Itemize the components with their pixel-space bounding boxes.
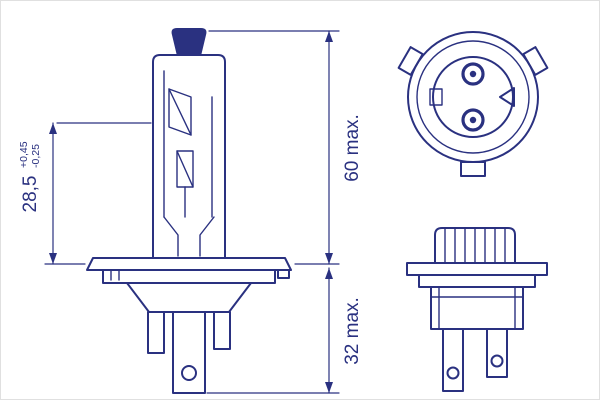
lower-filament-diagonal: [176, 150, 194, 188]
dim-filament-tol-minus: -0,25: [30, 144, 42, 168]
terminal-blade-center: [172, 311, 206, 394]
arrowhead-down: [325, 253, 333, 264]
dimension-base-height: 32 max.: [206, 267, 363, 394]
filament-shield-diagonal: [168, 88, 192, 136]
keying-tab-bottom: [460, 161, 486, 177]
flange-notch: [277, 269, 290, 279]
arrowhead-down: [325, 382, 333, 393]
arrowhead-up: [49, 123, 57, 134]
contact-pin-top-center: [469, 70, 477, 78]
base-ring: [102, 269, 276, 284]
terminal-blade-left: [442, 328, 464, 392]
glass-pinch-right: [199, 216, 215, 257]
bulb-side-view: [86, 28, 292, 394]
glass-pinch-left: [163, 216, 179, 257]
contact-pin-bottom-center: [469, 116, 477, 124]
terminal-blade-right: [213, 311, 231, 350]
inner-rim: [416, 40, 530, 154]
dimension-filament-height: 28,5 +0,45 -0,25: [18, 122, 152, 265]
contact-pin-bottom: [461, 108, 485, 132]
arrowhead-up: [325, 268, 333, 279]
connector-terminals: [147, 311, 231, 394]
base-flange-upper: [406, 262, 548, 276]
key-slot-left: [429, 88, 443, 106]
cap-ribs: [444, 227, 506, 264]
dimension-overall-height: 60 max.: [208, 30, 363, 265]
base-side-view: [406, 227, 548, 392]
arrowhead-down: [49, 253, 57, 264]
filament-assembly: [163, 70, 215, 257]
flange-disc: [86, 257, 292, 271]
keying-tab-upper-right: [522, 46, 549, 76]
base-flange-lower: [418, 274, 536, 288]
key-notch-right: [499, 87, 515, 107]
base-top-view: [397, 31, 549, 177]
flange: [86, 257, 292, 313]
keying-tab-upper-left: [397, 46, 424, 76]
dim-filament-value: 28,5: [20, 176, 41, 213]
contact-pin-top: [461, 62, 485, 86]
dim-base-label: 32 max.: [342, 297, 363, 365]
bulb-tip: [171, 28, 207, 56]
outer-rim: [407, 31, 539, 163]
dim-filament-tol-plus: +0,45: [18, 141, 30, 168]
arrowhead-up: [325, 31, 333, 42]
connector-body: [430, 286, 524, 330]
base-taper: [126, 282, 252, 313]
glass-tube: [152, 54, 226, 259]
terminal-hole-left: [446, 366, 460, 380]
terminal-blade-right: [486, 328, 508, 378]
dim-overall-label: 60 max.: [342, 114, 363, 182]
terminal-hole-right: [490, 354, 504, 368]
terminal-hole-center: [181, 365, 197, 381]
terminal-blade-left: [147, 311, 165, 354]
